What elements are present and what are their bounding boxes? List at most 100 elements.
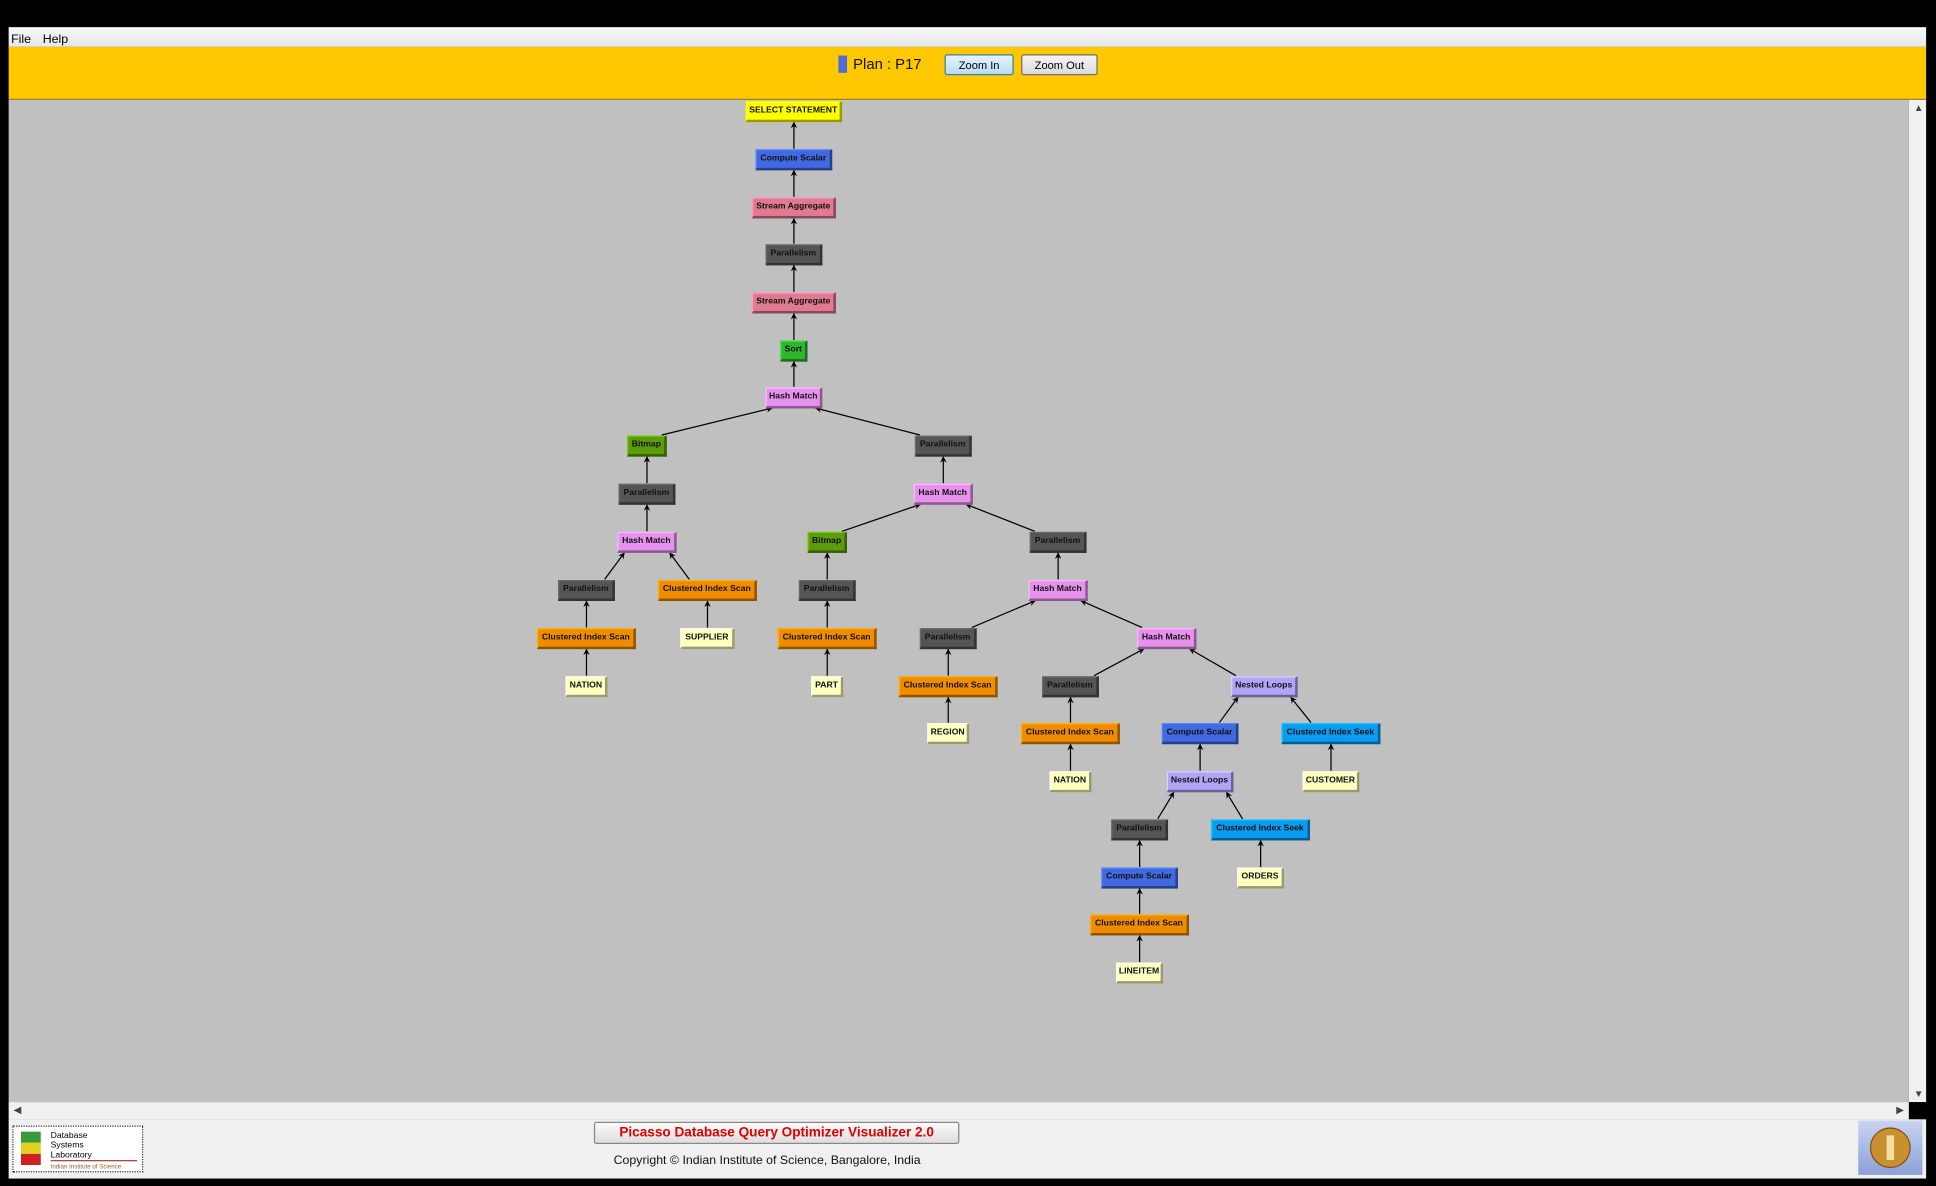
plan-node-hash[interactable]: Hash Match [617,531,677,553]
arrowhead-icon [790,217,798,225]
plan-label: Plan : P17 [853,55,922,73]
plan-node-compute[interactable]: Compute Scalar [755,148,833,170]
plan-node-bitmap[interactable]: Bitmap [627,435,667,456]
plan-node-parallel[interactable]: Parallelism [798,579,856,601]
menu-help[interactable]: Help [42,33,69,47]
zoom-in-button[interactable]: Zoom In [944,54,1014,76]
arrowhead-icon [790,169,798,177]
plan-node-bitmap[interactable]: Bitmap [807,531,848,553]
plan-node-hash[interactable]: Hash Match [1137,627,1197,649]
plan-node-sort[interactable]: Sort [780,339,808,361]
arrowhead-icon [790,360,798,368]
arrowhead-icon [1226,791,1233,800]
zoom-out-button[interactable]: Zoom Out [1021,54,1098,76]
plan-node-nested[interactable]: Nested Loops [1230,675,1298,697]
plan-edge [1080,599,1143,629]
plan-node-table[interactable]: ORDERS [1237,866,1285,888]
plan-node-parallel[interactable]: Parallelism [558,579,615,601]
plan-node-cis[interactable]: Clustered Index Scan [658,579,757,601]
toolbar: Plan : P17 Zoom In Zoom Out [8,46,1927,100]
arrowhead-icon [940,455,947,463]
arrowhead-icon [1028,600,1036,606]
plan-node-table[interactable]: CUSTOMER [1302,770,1360,792]
arrowhead-icon [704,600,711,608]
plan-node-stream[interactable]: Stream Aggregate [751,196,836,218]
plan-edge [965,503,1035,532]
app-title-button[interactable]: Picasso Database Query Optimizer Visuali… [593,1121,960,1145]
arrowhead-icon [1080,600,1088,607]
footer: Database Systems Laboratory Indian Insti… [8,1119,1927,1179]
arrowhead-icon [669,552,676,560]
scroll-down-icon[interactable]: ▼ [1913,1088,1924,1100]
arrowhead-icon [1067,743,1074,751]
plan-edge [1289,696,1312,723]
plan-node-parallel[interactable]: Parallelism [914,435,972,456]
plan-node-stream[interactable]: Stream Aggregate [751,291,836,313]
arrowhead-icon [643,455,651,463]
plan-node-hash[interactable]: Hash Match [765,386,823,408]
plan-node-parallel[interactable]: Parallelism [919,627,977,649]
arrowhead-icon [1231,696,1239,704]
plan-node-cis[interactable]: Clustered Index Scan [777,627,877,649]
arrowhead-icon [583,648,590,656]
svg-text:Database: Database [51,1130,88,1140]
arrowhead-icon [1054,552,1062,559]
plan-node-table[interactable]: NATION [565,675,608,697]
plan-node-hash[interactable]: Hash Match [1028,579,1088,601]
arrowhead-icon [1290,696,1297,704]
plan-node-hash[interactable]: Hash Match [913,483,973,505]
arrowhead-icon [1136,934,1143,942]
arrowhead-icon [790,312,798,320]
plan-node-parallel[interactable]: Parallelism [1029,531,1087,553]
plan-node-parallel[interactable]: Parallelism [618,483,676,505]
arrowhead-icon [824,600,831,608]
arrowhead-icon [618,552,625,560]
scroll-left-icon[interactable]: ◀ [13,1104,22,1116]
plan-node-nested[interactable]: Nested Loops [1166,770,1234,792]
scroll-right-icon[interactable]: ▶ [1896,1104,1904,1116]
arrowhead-icon [765,406,773,413]
plan-node-parallel[interactable]: Parallelism [1042,675,1099,697]
iisc-emblem-logo [1858,1120,1923,1175]
plan-edge [1218,696,1239,723]
plan-node-table[interactable]: SUPPLIER [680,627,735,649]
arrowhead-icon [1189,648,1197,655]
plan-node-compute[interactable]: Compute Scalar [1101,866,1178,888]
arrowhead-icon [1196,743,1204,751]
plan-edge [971,599,1037,629]
arrowhead-icon [824,648,831,656]
menu-file[interactable]: File [11,33,32,47]
scroll-up-icon[interactable]: ▲ [1913,102,1924,114]
plan-node-cis[interactable]: Clustered Index Scan [1021,722,1120,744]
plan-edge [661,407,774,436]
plan-edge [1225,791,1244,820]
plan-node-table[interactable]: REGION [927,722,970,744]
dsl-logo-graphic: Database Systems Laboratory Indian Insti… [20,1130,138,1171]
svg-text:Indian Institute of Science: Indian Institute of Science [51,1164,122,1171]
plan-node-table[interactable]: LINEITEM [1116,961,1164,983]
plan-edge [1157,791,1175,820]
plan-node-seek[interactable]: Clustered Index Seek [1211,818,1311,840]
arrowhead-icon [790,121,798,129]
plan-node-parallel[interactable]: Parallelism [765,243,823,265]
plan-edge [814,407,921,436]
plan-node-compute[interactable]: Compute Scalar [1161,722,1239,744]
plan-node-select[interactable]: SELECT STATEMENT [745,100,843,122]
plan-node-seek[interactable]: Clustered Index Seek [1281,722,1381,744]
arrowhead-icon [1327,743,1335,751]
plan-node-table[interactable]: NATION [1049,770,1092,792]
plan-edges [583,121,1335,962]
plan-color-swatch [838,55,848,73]
plan-node-table[interactable]: PART [811,675,844,697]
vertical-scrollbar[interactable]: ▲ ▼ [1908,99,1927,1103]
plan-node-cis[interactable]: Clustered Index Scan [537,627,636,649]
plan-node-parallel[interactable]: Parallelism [1111,818,1169,840]
dsl-logo: Database Systems Laboratory Indian Insti… [12,1125,144,1173]
arrowhead-icon [1136,887,1143,895]
plan-node-cis[interactable]: Clustered Index Scan [1090,913,1190,935]
horizontal-scrollbar[interactable]: ◀ ▶ [8,1102,1909,1121]
plan-node-cis[interactable]: Clustered Index Scan [898,675,998,697]
copyright-text: Copyright © Indian Institute of Science,… [613,1153,921,1168]
arrowhead-icon [643,504,651,511]
